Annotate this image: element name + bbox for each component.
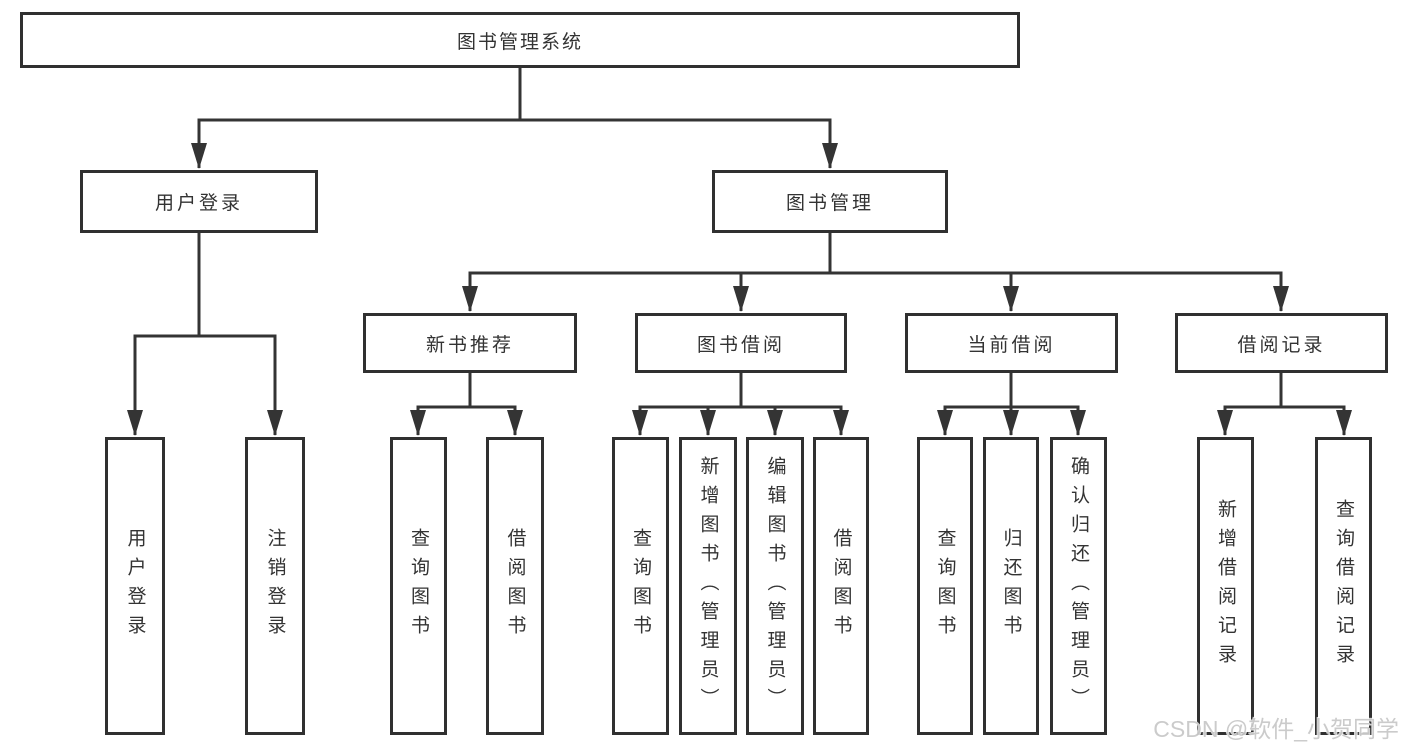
leaf-logout: 注销登录 — [245, 437, 305, 735]
leaf-logout-label: 注销登录 — [264, 528, 286, 644]
node-current-borrowing: 当前借阅 — [905, 313, 1118, 373]
leaf-query-books-current: 查询图书 — [917, 437, 973, 735]
node-borrowing-records: 借阅记录 — [1175, 313, 1388, 373]
leaf-confirm-return-admin: 确认归还（管理员） — [1050, 437, 1107, 735]
node-user-login-label: 用户登录 — [154, 193, 243, 214]
leaf-return-books-label: 归还图书 — [1000, 528, 1022, 644]
leaf-borrow-books: 借阅图书 — [813, 437, 869, 735]
leaf-add-borrow-record: 新增借阅记录 — [1197, 437, 1254, 735]
node-root: 图书管理系统 — [20, 12, 1020, 68]
node-current-borrowing-label: 当前借阅 — [967, 334, 1056, 356]
leaf-add-borrow-record-label: 新增借阅记录 — [1215, 499, 1236, 673]
node-book-borrowing: 图书借阅 — [635, 313, 847, 373]
connector-borrowing-branch — [632, 373, 849, 436]
leaf-borrow-books-label: 借阅图书 — [830, 528, 852, 644]
node-root-label: 图书管理系统 — [456, 31, 583, 53]
leaf-query-books-recommend-label: 查询图书 — [408, 528, 429, 644]
watermark: CSDN @软件_小贺同学 — [1153, 716, 1399, 742]
leaf-query-borrow-record: 查询借阅记录 — [1315, 437, 1372, 735]
node-book-management: 图书管理 — [712, 170, 948, 233]
connector-records-branch — [1217, 373, 1352, 436]
leaf-query-books-recommend: 查询图书 — [390, 437, 447, 735]
leaf-user-login-label: 用户登录 — [124, 528, 146, 644]
connector-current-borrowing-branch — [937, 373, 1086, 436]
connector-new-books-branch — [410, 373, 523, 436]
leaf-borrow-books-recommend: 借阅图书 — [486, 437, 544, 735]
leaf-user-login: 用户登录 — [105, 437, 165, 735]
leaf-add-books-admin-label: 新增图书（管理员） — [697, 455, 719, 717]
leaf-edit-books-admin: 编辑图书（管理员） — [746, 437, 804, 735]
node-book-management-label: 图书管理 — [785, 193, 874, 214]
connector-user-login-branch — [127, 233, 283, 436]
node-new-book-recommendation: 新书推荐 — [363, 313, 577, 373]
leaf-confirm-return-admin-label: 确认归还（管理员） — [1068, 455, 1089, 717]
node-new-book-recommendation-label: 新书推荐 — [425, 334, 514, 356]
leaf-return-books: 归还图书 — [983, 437, 1039, 735]
leaf-edit-books-admin-label: 编辑图书（管理员） — [764, 455, 786, 717]
leaf-query-borrow-record-label: 查询借阅记录 — [1333, 499, 1354, 673]
leaf-query-books-borrow: 查询图书 — [612, 437, 669, 735]
leaf-add-books-admin: 新增图书（管理员） — [679, 437, 737, 735]
node-borrowing-records-label: 借阅记录 — [1237, 334, 1326, 356]
leaf-query-books-current-label: 查询图书 — [934, 528, 956, 644]
node-book-borrowing-label: 图书借阅 — [696, 334, 785, 356]
connector-root-branch — [191, 68, 838, 169]
node-user-login: 用户登录 — [80, 170, 318, 233]
leaf-query-books-borrow-label: 查询图书 — [630, 528, 651, 644]
connector-book-management-branch — [462, 233, 1289, 312]
leaf-borrow-books-recommend-label: 借阅图书 — [504, 528, 526, 644]
